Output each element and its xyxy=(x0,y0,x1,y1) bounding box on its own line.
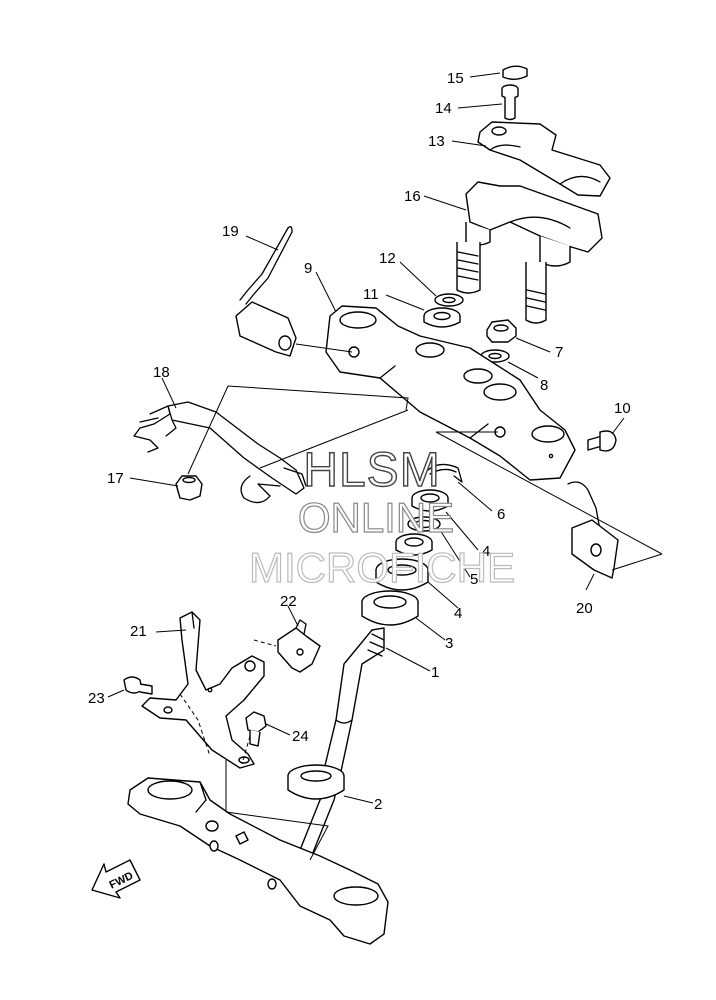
part-22-bracket xyxy=(277,619,321,673)
callout-14: 14 xyxy=(435,100,452,117)
callout-20: 20 xyxy=(576,600,593,617)
callout-16: 16 xyxy=(404,188,421,205)
part-17-nut xyxy=(175,475,203,501)
watermark-line-2: ONLINE xyxy=(298,494,454,541)
part-11-damper xyxy=(423,307,461,328)
part-15-cap xyxy=(502,65,528,80)
watermark: HLSM ONLINE MICROFICHE xyxy=(248,443,515,591)
callout-24: 24 xyxy=(292,728,309,745)
part-16-lower-holder xyxy=(456,181,603,324)
part-4-cover xyxy=(375,558,429,591)
callout-1: 1 xyxy=(431,664,439,681)
callout-18: 18 xyxy=(153,364,170,381)
callout-leaders xyxy=(107,72,625,804)
part-9-upper-bracket xyxy=(325,305,576,481)
part-20-bracket xyxy=(567,481,619,579)
fwd-arrow: FWD xyxy=(91,859,141,899)
callout-21: 21 xyxy=(130,623,147,640)
part-19-clip xyxy=(235,226,297,357)
callout-8: 8 xyxy=(540,377,548,394)
part-14-bolt xyxy=(501,84,519,121)
part-18-bracket xyxy=(133,401,307,504)
part-24-bolt xyxy=(245,711,267,747)
part-4-ring-nut-lower xyxy=(395,533,433,556)
callout-4-lower: 4 xyxy=(454,605,462,622)
callout-13: 13 xyxy=(428,133,445,150)
watermark-line-1: HLSM xyxy=(303,444,440,497)
lower-bracket xyxy=(127,777,389,945)
part-10-bolt xyxy=(587,430,617,452)
part-4-ring-nut-upper xyxy=(411,489,449,512)
part-7-nut xyxy=(486,319,517,343)
part-5-washer xyxy=(407,516,441,532)
callout-3: 3 xyxy=(445,635,453,652)
part-6-lock-washer xyxy=(427,463,463,483)
assembly-guides xyxy=(179,639,277,765)
callout-7: 7 xyxy=(555,344,563,361)
callout-12: 12 xyxy=(379,250,396,267)
part-23-bolt xyxy=(123,676,153,695)
callout-labels: 15 14 13 16 19 12 9 11 7 8 18 10 17 6 4 … xyxy=(88,70,631,813)
part-12-washer xyxy=(434,293,464,307)
callout-23: 23 xyxy=(88,690,105,707)
callout-4-upper: 4 xyxy=(482,543,490,560)
part-13-upper-holder xyxy=(477,121,611,197)
callout-5: 5 xyxy=(470,571,478,588)
callout-17: 17 xyxy=(107,470,124,487)
callout-9: 9 xyxy=(304,260,312,277)
watermark-line-3: MICROFICHE xyxy=(249,544,515,591)
callout-6: 6 xyxy=(497,506,505,523)
part-3-bearing xyxy=(361,590,419,626)
callout-22: 22 xyxy=(280,593,297,610)
part-21-stay xyxy=(141,611,265,769)
callout-15: 15 xyxy=(447,70,464,87)
reference-lines xyxy=(187,343,663,861)
callout-2: 2 xyxy=(374,796,382,813)
callout-10: 10 xyxy=(614,400,631,417)
callout-19: 19 xyxy=(222,223,239,240)
callout-11: 11 xyxy=(363,286,379,303)
part-2-bearing xyxy=(287,764,345,800)
